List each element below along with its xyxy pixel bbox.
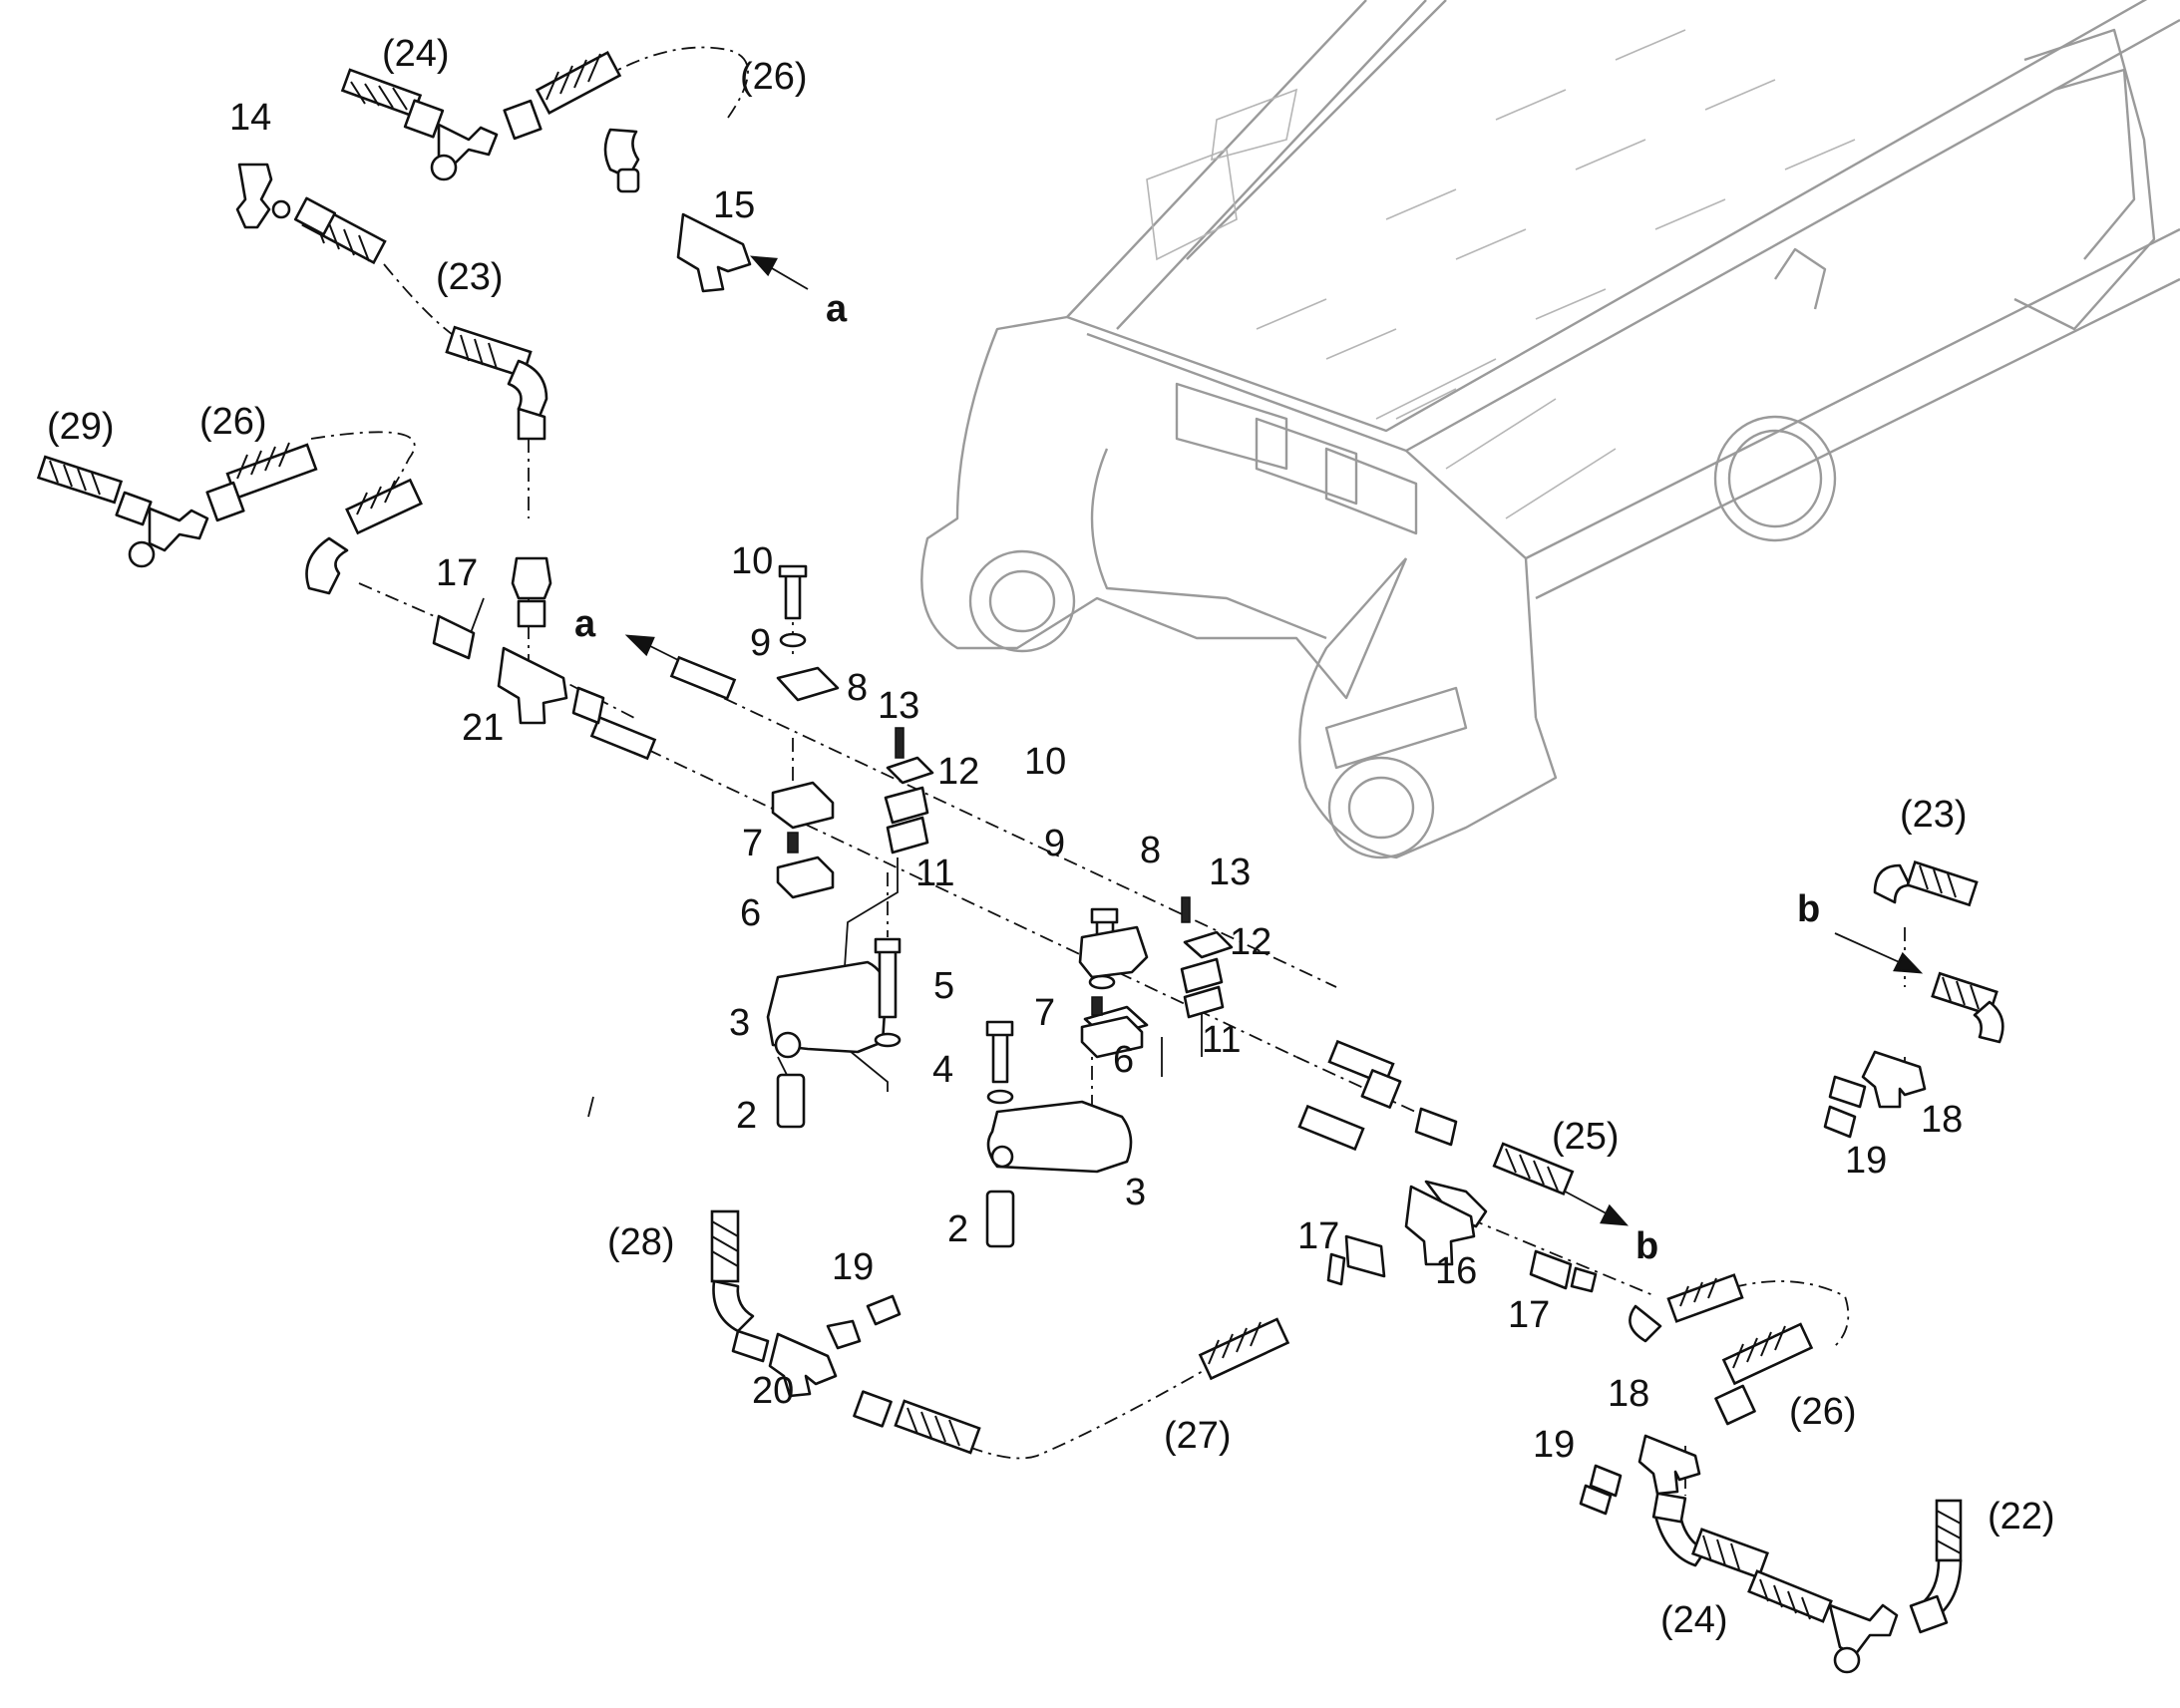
label-7-left: 7	[742, 823, 763, 864]
label-12-right: 12	[1230, 921, 1272, 963]
fittings	[115, 99, 1949, 1674]
fitting-18-lower	[1637, 1434, 1701, 1496]
fitting-19-right	[1823, 1105, 1857, 1139]
clamp-lower-right	[1180, 896, 1234, 1019]
arrow-to-b-right	[1893, 951, 1924, 974]
pipe-end-a	[669, 655, 737, 701]
hose-23-right	[1873, 860, 2004, 1044]
label-7-right: 7	[1034, 992, 1055, 1034]
fitting-20-tee	[768, 1332, 838, 1398]
fitting-17-left	[432, 614, 476, 660]
label-13-left: 13	[878, 685, 919, 727]
hose-26-top	[535, 50, 640, 179]
label-8-left: 8	[847, 667, 868, 709]
label-23-right: (23)	[1900, 794, 1968, 836]
fitting-19-lower	[866, 1294, 902, 1326]
arrow-to-b-lower	[1600, 1203, 1630, 1226]
fitting-14-valve	[235, 163, 273, 229]
mount-plate-right	[985, 1020, 1133, 1248]
label-4: 4	[932, 1049, 953, 1091]
arrow-to-a-mid	[624, 634, 655, 657]
hose-24-top	[340, 68, 423, 118]
fitting-19-lower-right	[1579, 1484, 1613, 1516]
label-29: (29)	[47, 406, 115, 448]
hoses	[36, 50, 2004, 1623]
pipe-end-16	[1297, 1104, 1365, 1152]
label-16: 16	[1435, 1250, 1477, 1292]
clamp-hardware	[766, 564, 1234, 1248]
label-24-lower: (24)	[1660, 1599, 1728, 1641]
clamp-lower-left	[1078, 907, 1149, 1059]
mount-plate-left	[766, 937, 902, 1129]
label-9-right: 9	[1044, 823, 1065, 864]
hose-27	[894, 1317, 1290, 1455]
hose-29	[36, 455, 124, 505]
connector-a-top: a	[826, 288, 848, 330]
hose-28	[710, 1209, 755, 1333]
hose-25	[1492, 1142, 1575, 1196]
label-13-right: 13	[1209, 852, 1251, 893]
boom-frame	[920, 0, 2180, 859]
label-14: 14	[229, 97, 271, 139]
label-20: 20	[752, 1370, 794, 1412]
label-12-left: 12	[937, 751, 979, 793]
label-11-right: 11	[1202, 1019, 1241, 1061]
label-10-right: 10	[1024, 741, 1066, 783]
connector-b-right: b	[1797, 888, 1820, 930]
fitting-16-tee	[1404, 1185, 1476, 1266]
label-19-lower-right: 19	[1533, 1424, 1575, 1466]
fitting-15-tee	[676, 212, 752, 293]
label-11-left: 11	[915, 853, 954, 894]
connector-a-mid: a	[574, 603, 596, 645]
label-18-lower: 18	[1608, 1373, 1649, 1415]
label-6-left: 6	[740, 892, 761, 934]
fitting-17-lower-right	[1529, 1249, 1573, 1290]
label-24-top: (24)	[382, 33, 450, 75]
part-labels: (24) (26) 14 15 (23) (29) (26) 10 17 9 8…	[47, 33, 2055, 1641]
clamp-upper-right	[884, 727, 934, 854]
label-2-right: 2	[947, 1208, 968, 1250]
label-27: (27)	[1164, 1415, 1232, 1457]
label-19-right: 19	[1845, 1140, 1887, 1182]
connector-b-lower: b	[1635, 1225, 1658, 1267]
label-17-right: 17	[1508, 1294, 1550, 1336]
clamp-upper-left	[771, 564, 840, 899]
fitting-17-lower-left	[1344, 1234, 1386, 1278]
label-17-left: 17	[436, 552, 478, 594]
fitting-18-right	[1861, 1050, 1927, 1109]
label-19-lower: 19	[832, 1246, 874, 1288]
pipe-end-main	[589, 715, 657, 761]
label-22: (22)	[1988, 1496, 2055, 1537]
hose-23-left	[301, 201, 548, 421]
label-3-right: 3	[1125, 1172, 1146, 1213]
label-25: (25)	[1552, 1116, 1620, 1158]
hose-26-lower	[1629, 1273, 1814, 1386]
arrow-to-a-top	[749, 255, 778, 277]
label-2-left: 2	[736, 1095, 757, 1137]
label-9-left: 9	[750, 622, 771, 664]
label-8-right: 8	[1140, 830, 1161, 871]
label-23-left: (23)	[436, 256, 504, 298]
fitting-17-upper	[511, 556, 552, 600]
label-10-left: 10	[731, 540, 773, 582]
routing-lines	[310, 46, 1906, 1496]
hose-26-left	[225, 442, 423, 595]
label-17-center: 17	[1297, 1215, 1339, 1257]
label-5: 5	[933, 965, 954, 1007]
hose-24-lower	[1653, 1514, 1833, 1623]
label-15: 15	[713, 184, 755, 226]
label-18-right: 18	[1921, 1099, 1963, 1141]
connector-labels: a a b b	[574, 288, 1820, 1267]
label-6-right: 6	[1113, 1039, 1134, 1081]
fitting-21-cross	[497, 646, 568, 725]
label-21: 21	[462, 707, 504, 749]
label-26-left: (26)	[199, 401, 267, 443]
label-3-left: 3	[729, 1002, 750, 1044]
label-26-lower: (26)	[1789, 1391, 1857, 1433]
label-26-top: (26)	[740, 56, 808, 98]
label-28: (28)	[607, 1221, 675, 1263]
